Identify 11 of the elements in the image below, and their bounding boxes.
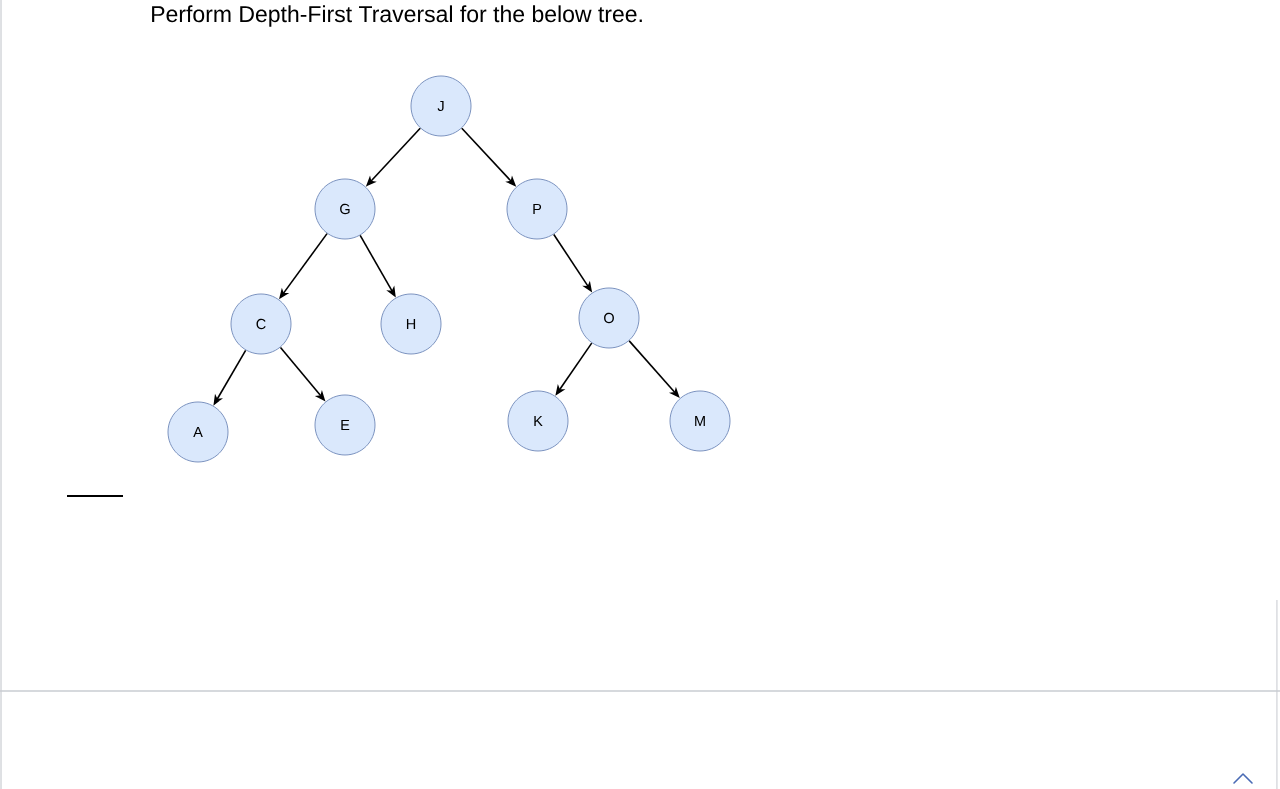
tree-node: H <box>380 293 442 355</box>
tree-node: A <box>167 401 229 463</box>
tree-node: M <box>669 390 731 452</box>
tree-node: J <box>410 75 472 137</box>
title: Perform Depth-First Traversal for the below tree. <box>152 5 642 27</box>
tree-node: O <box>578 287 640 349</box>
tree-node: P <box>506 178 568 240</box>
tree-node: G <box>314 178 376 240</box>
tree-node: C <box>230 293 292 355</box>
tree-node: K <box>507 390 569 452</box>
tree-node: E <box>314 394 376 456</box>
